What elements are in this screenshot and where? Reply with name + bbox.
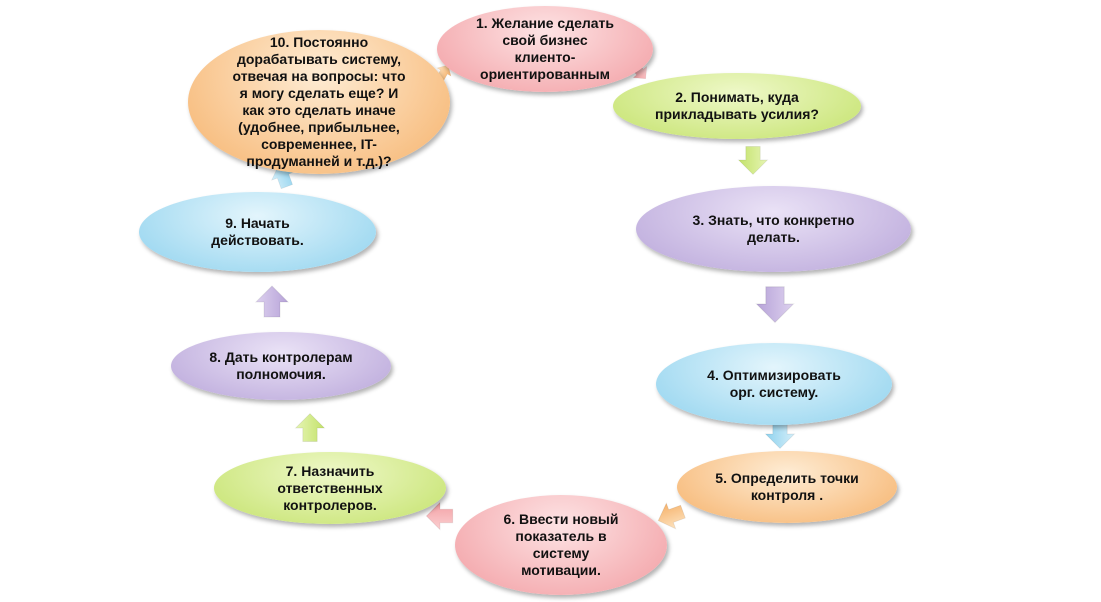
step-3-label: 3. Знать, что конкретно делать. [692,212,855,245]
step-4-node: 4. Оптимизировать орг. систему. [656,343,892,425]
arrow-5-to-6-icon [657,502,686,530]
step-5-node: 5. Определить точки контроля . [677,451,897,523]
step-10-label: 10. Постоянно дорабатывать систему, отве… [232,34,406,169]
step-2-label: 2. Понимать, куда прикладывать усилия? [655,89,819,122]
arrow-6-to-7-icon [425,501,454,531]
step-4-label: 4. Оптимизировать орг. систему. [707,367,841,400]
step-1-node: 1. Желание сделать свой бизнес клиенто- … [437,6,653,92]
arrow-7-to-8-icon [294,412,326,442]
step-9-label: 9. Начать действовать. [211,215,304,248]
step-7-label: 7. Назначить ответственных контролеров. [277,462,383,513]
step-8-label: 8. Дать контролерам полномочия. [209,349,353,382]
step-2-node: 2. Понимать, куда прикладывать усилия? [613,73,861,139]
step-9-node: 9. Начать действовать. [139,192,376,272]
step-10-node: 10. Постоянно дорабатывать систему, отве… [188,30,450,174]
step-7-node: 7. Назначить ответственных контролеров. [214,452,446,524]
step-1-label: 1. Желание сделать свой бизнес клиенто- … [475,15,615,82]
arrow-8-to-9-icon [254,285,290,318]
step-8-node: 8. Дать контролерам полномочия. [171,332,391,400]
step-3-node: 3. Знать, что конкретно делать. [636,186,911,272]
arrow-2-to-3-icon [737,146,769,176]
step-6-node: 6. Ввести новый показатель в систему мот… [455,495,667,595]
step-6-label: 6. Ввести новый показатель в систему мот… [503,511,619,578]
arrow-3-to-4-icon [755,286,795,324]
step-5-label: 5. Определить точки контроля . [715,470,859,503]
